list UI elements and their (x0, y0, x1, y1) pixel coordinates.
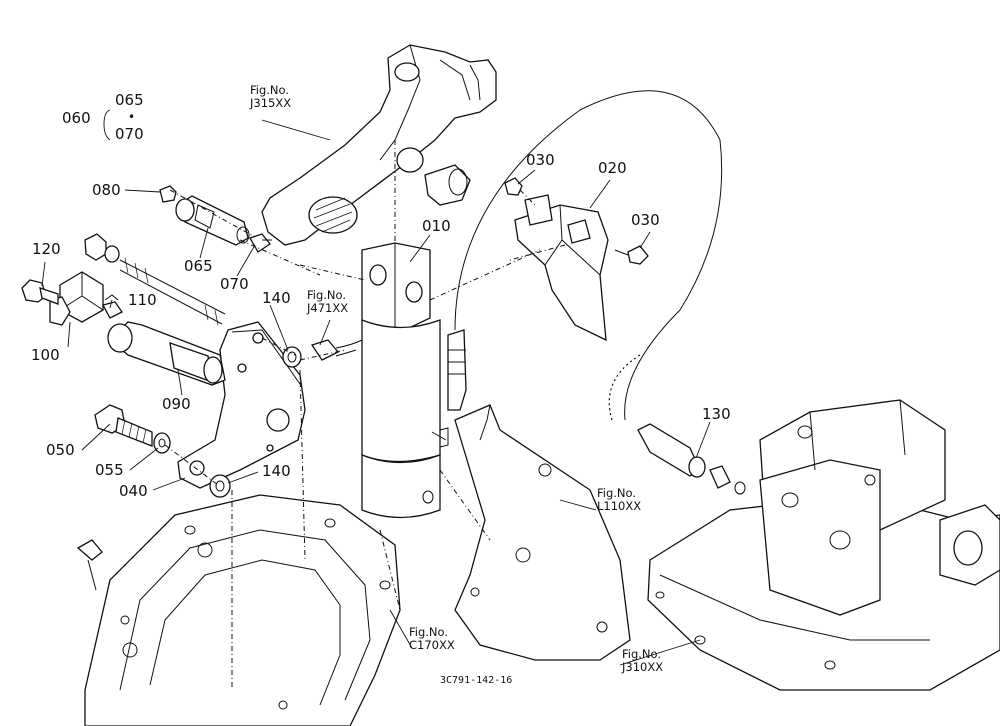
nipple-110 (102, 294, 123, 319)
figref-j471: Fig.No. J471XX (307, 288, 349, 316)
washer-055 (153, 432, 171, 454)
callout-040: 040 (119, 482, 148, 500)
figref-j310: Fig.No. J310XX (622, 647, 664, 675)
figref-j315-line2: J315XX (250, 96, 292, 111)
connector-130 (637, 423, 746, 495)
figref-l110: Fig.No. L110XX (597, 486, 642, 514)
figref-j315: Fig.No. J315XX (250, 83, 292, 111)
callout-055: 055 (95, 461, 124, 479)
group-bullet: • (128, 110, 136, 124)
callout-060: 060 (62, 109, 91, 127)
sensor-j471 (310, 339, 363, 361)
drawing-code: 3C791-142-16 (440, 675, 513, 686)
screw-080 (159, 185, 177, 203)
callout-140-bottom: 140 (262, 462, 291, 480)
callout-065: 065 (184, 257, 213, 275)
pin-065 (175, 195, 250, 246)
callout-070-group: 070 (115, 125, 144, 143)
hydraulic-block-j310 (647, 399, 1000, 691)
leader-lines (41, 109, 711, 666)
bolt-050 (94, 404, 153, 447)
figref-c170-line2: C170XX (409, 638, 455, 653)
nipple-070 (249, 233, 272, 253)
callout-010: 010 (422, 217, 451, 235)
figref-j471-line1: Fig.No. (307, 288, 347, 302)
callout-070: 070 (220, 275, 249, 293)
callout-050: 050 (46, 441, 75, 459)
bracket-plate-l110 (454, 404, 631, 661)
callout-110: 110 (128, 291, 157, 309)
collar-140-bottom (209, 474, 231, 498)
cylinder-010 (361, 242, 449, 519)
figref-j315-line1: Fig.No. (250, 83, 290, 97)
figref-l110-line1: Fig.No. (597, 486, 637, 500)
lift-arm (261, 44, 497, 246)
figref-j310-line1: Fig.No. (622, 647, 662, 661)
assembly-lines (164, 140, 641, 690)
screw-030-b (614, 245, 649, 265)
pin-090 (107, 321, 226, 386)
callout-030-right: 030 (631, 211, 660, 229)
harness (447, 90, 723, 421)
callout-120: 120 (32, 240, 61, 258)
cover-020 (514, 194, 609, 342)
callout-090: 090 (162, 395, 191, 413)
callout-140-top: 140 (262, 289, 291, 307)
figref-c170-line1: Fig.No. (409, 625, 449, 639)
bolt-120 (21, 279, 59, 305)
screw-030-a (504, 177, 523, 196)
callout-065-group: 065 (115, 91, 144, 109)
callout-130: 130 (702, 405, 731, 423)
long-bolt (84, 233, 226, 326)
collar-140-top (282, 346, 302, 368)
figref-l110-line2: L110XX (597, 499, 642, 514)
callout-100: 100 (31, 346, 60, 364)
figref-j471-line2: J471XX (307, 301, 349, 316)
figref-j310-line2: J310XX (622, 660, 664, 675)
figref-c170: Fig.No. C170XX (409, 625, 455, 653)
bracket-100 (49, 271, 104, 326)
housing-c170 (76, 494, 401, 726)
callout-080: 080 (92, 181, 121, 199)
callout-020: 020 (598, 159, 627, 177)
callout-030-top: 030 (526, 151, 555, 169)
